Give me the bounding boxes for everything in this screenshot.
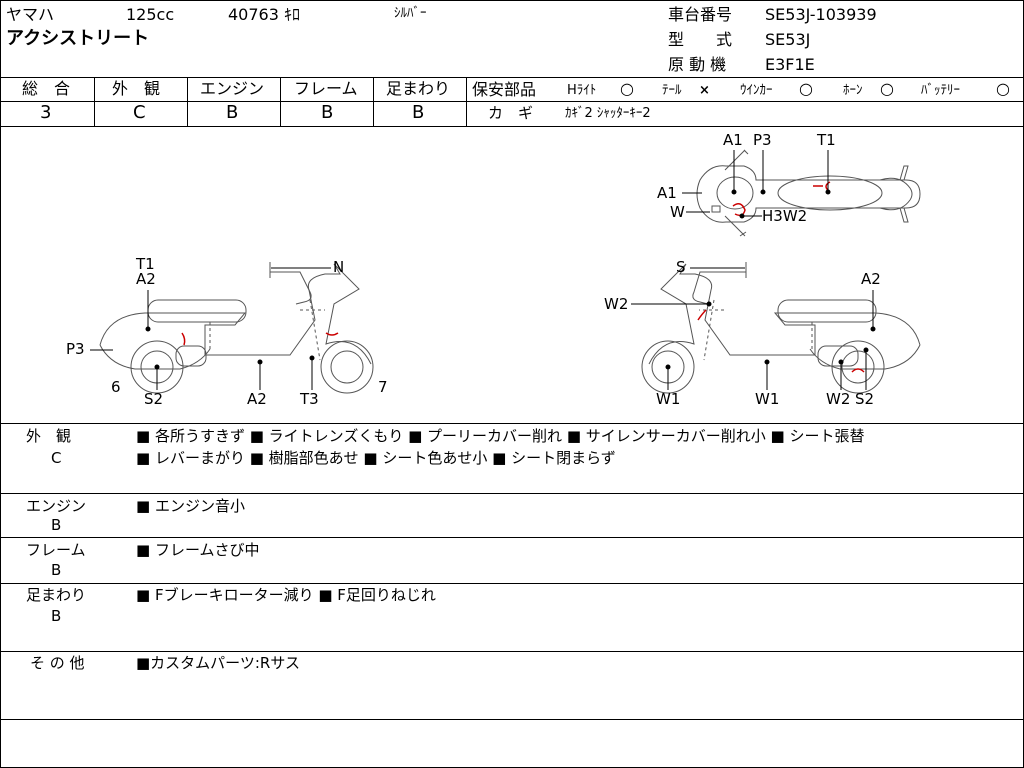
divider (0, 126, 1023, 127)
note-grade-exterior: C (51, 449, 62, 467)
grade-header-exterior: 外 観 (112, 79, 161, 98)
safety-tail: ﾃｰﾙ (662, 83, 682, 98)
engine-label: 原 動 機 (668, 55, 727, 74)
diagram-label: W2 (604, 295, 629, 313)
type-value: SE53J (765, 30, 811, 49)
color: ｼﾙﾊﾞｰ (394, 6, 427, 21)
diagram-label: N (333, 258, 345, 276)
divider (0, 537, 1023, 538)
divider (0, 423, 1023, 424)
diagram-label: 6 (111, 378, 121, 396)
diagram-label: W2 (826, 390, 851, 408)
divider (0, 77, 1023, 78)
divider (0, 493, 1023, 494)
displacement: 125cc (126, 5, 175, 24)
diagram-label: A1 (723, 131, 743, 149)
diagram-label: W1 (755, 390, 780, 408)
note-text-frame: ■ フレームさび中 (136, 541, 260, 559)
maker: ヤマハ (6, 5, 55, 24)
engine-value: E3F1E (765, 55, 815, 74)
safety-headlight: Hﾗｲﾄ (567, 83, 597, 98)
note-category-exterior: 外 観 (26, 427, 72, 445)
note-text-suspension: ■ Fブレーキローター減り ■ F足回りねじれ (136, 586, 436, 604)
divider (187, 77, 188, 126)
frame-no: SE53J-103939 (765, 5, 877, 24)
safety-label: 保安部品 (472, 80, 537, 99)
diagram-label: P3 (753, 131, 772, 149)
key-label: カ ギ (488, 104, 534, 122)
note-grade-engine: B (51, 516, 62, 534)
grade-exterior: C (133, 102, 146, 123)
scooter-right-view (641, 262, 921, 394)
diagram-label: A2 (247, 390, 267, 408)
diagram-label: 7 (378, 378, 388, 396)
divider (0, 583, 1023, 584)
diagram-label: W1 (656, 390, 681, 408)
model-name: アクシストリート (6, 28, 150, 49)
safety-horn-mark: ○ (880, 79, 894, 98)
damage-marks (181, 181, 865, 373)
mileage: 40763 ｷﾛ (228, 5, 300, 24)
divider (280, 77, 281, 126)
diagram-label: T1 (136, 255, 155, 273)
grade-header-engine: エンジン (200, 79, 265, 98)
note-grade-suspension: B (51, 607, 62, 625)
grade-overall: 3 (40, 102, 52, 123)
note-category-frame: フレーム (26, 541, 86, 559)
safety-horn: ﾎｰﾝ (843, 83, 863, 98)
note-text-other: ■カスタムパーツ:Rサス (136, 654, 301, 672)
safety-battery: ﾊﾞｯﾃﾘｰ (921, 83, 960, 98)
note-text-engine: ■ エンジン音小 (136, 497, 245, 515)
diagram-label: T3 (300, 390, 319, 408)
grade-engine: B (226, 102, 239, 123)
diagram-label: T1 (817, 131, 836, 149)
diagram-label: S2 (855, 390, 875, 408)
diagram-label: S2 (144, 390, 164, 408)
note-category-other: そ の 他 (30, 654, 85, 672)
safety-headlight-mark: ○ (620, 79, 634, 98)
scooter-left-view (99, 262, 374, 394)
safety-winker-mark: ○ (799, 79, 813, 98)
note-category-suspension: 足まわり (26, 586, 87, 604)
safety-tail-mark: × (699, 83, 710, 98)
divider (0, 101, 466, 102)
diagram-label: A2 (136, 270, 156, 288)
divider (466, 77, 467, 126)
frame-no-label: 車台番号 (668, 5, 733, 24)
type-label: 型 式 (668, 30, 733, 49)
diagram-label: P3 (66, 340, 85, 358)
note-text-exterior-1: ■ 各所うすきず ■ ライトレンズくもり ■ プーリーカバー削れ ■ サイレンサ… (136, 427, 865, 445)
diagram-label: S (676, 258, 686, 276)
note-text-exterior-2: ■ レバーまがり ■ 樹脂部色あせ ■ シート色あせ小 ■ シート閉まらず (136, 449, 616, 467)
diagram-label: A1 (657, 184, 677, 202)
grade-header-overall: 総 合 (22, 79, 71, 98)
safety-winker: ｳｲﾝｶｰ (740, 83, 773, 98)
divider (373, 77, 374, 126)
grade-header-suspension: 足まわり (386, 79, 451, 98)
diagram-label: W (670, 203, 685, 221)
key-value: ｶｷﾞ2 ｼｬｯﾀｰｷｰ2 (565, 106, 651, 121)
grade-frame: B (321, 102, 334, 123)
grade-header-frame: フレーム (294, 79, 358, 98)
note-category-engine: エンジン (26, 497, 87, 515)
divider (466, 101, 1023, 102)
divider (94, 77, 95, 126)
diagram-label: H3W2 (762, 207, 808, 225)
safety-battery-mark: ○ (996, 79, 1010, 98)
note-grade-frame: B (51, 561, 62, 579)
diagram-label: A2 (861, 270, 881, 288)
divider (0, 651, 1023, 652)
grade-suspension: B (412, 102, 425, 123)
scooter-top-view (696, 149, 921, 237)
divider (0, 719, 1023, 720)
